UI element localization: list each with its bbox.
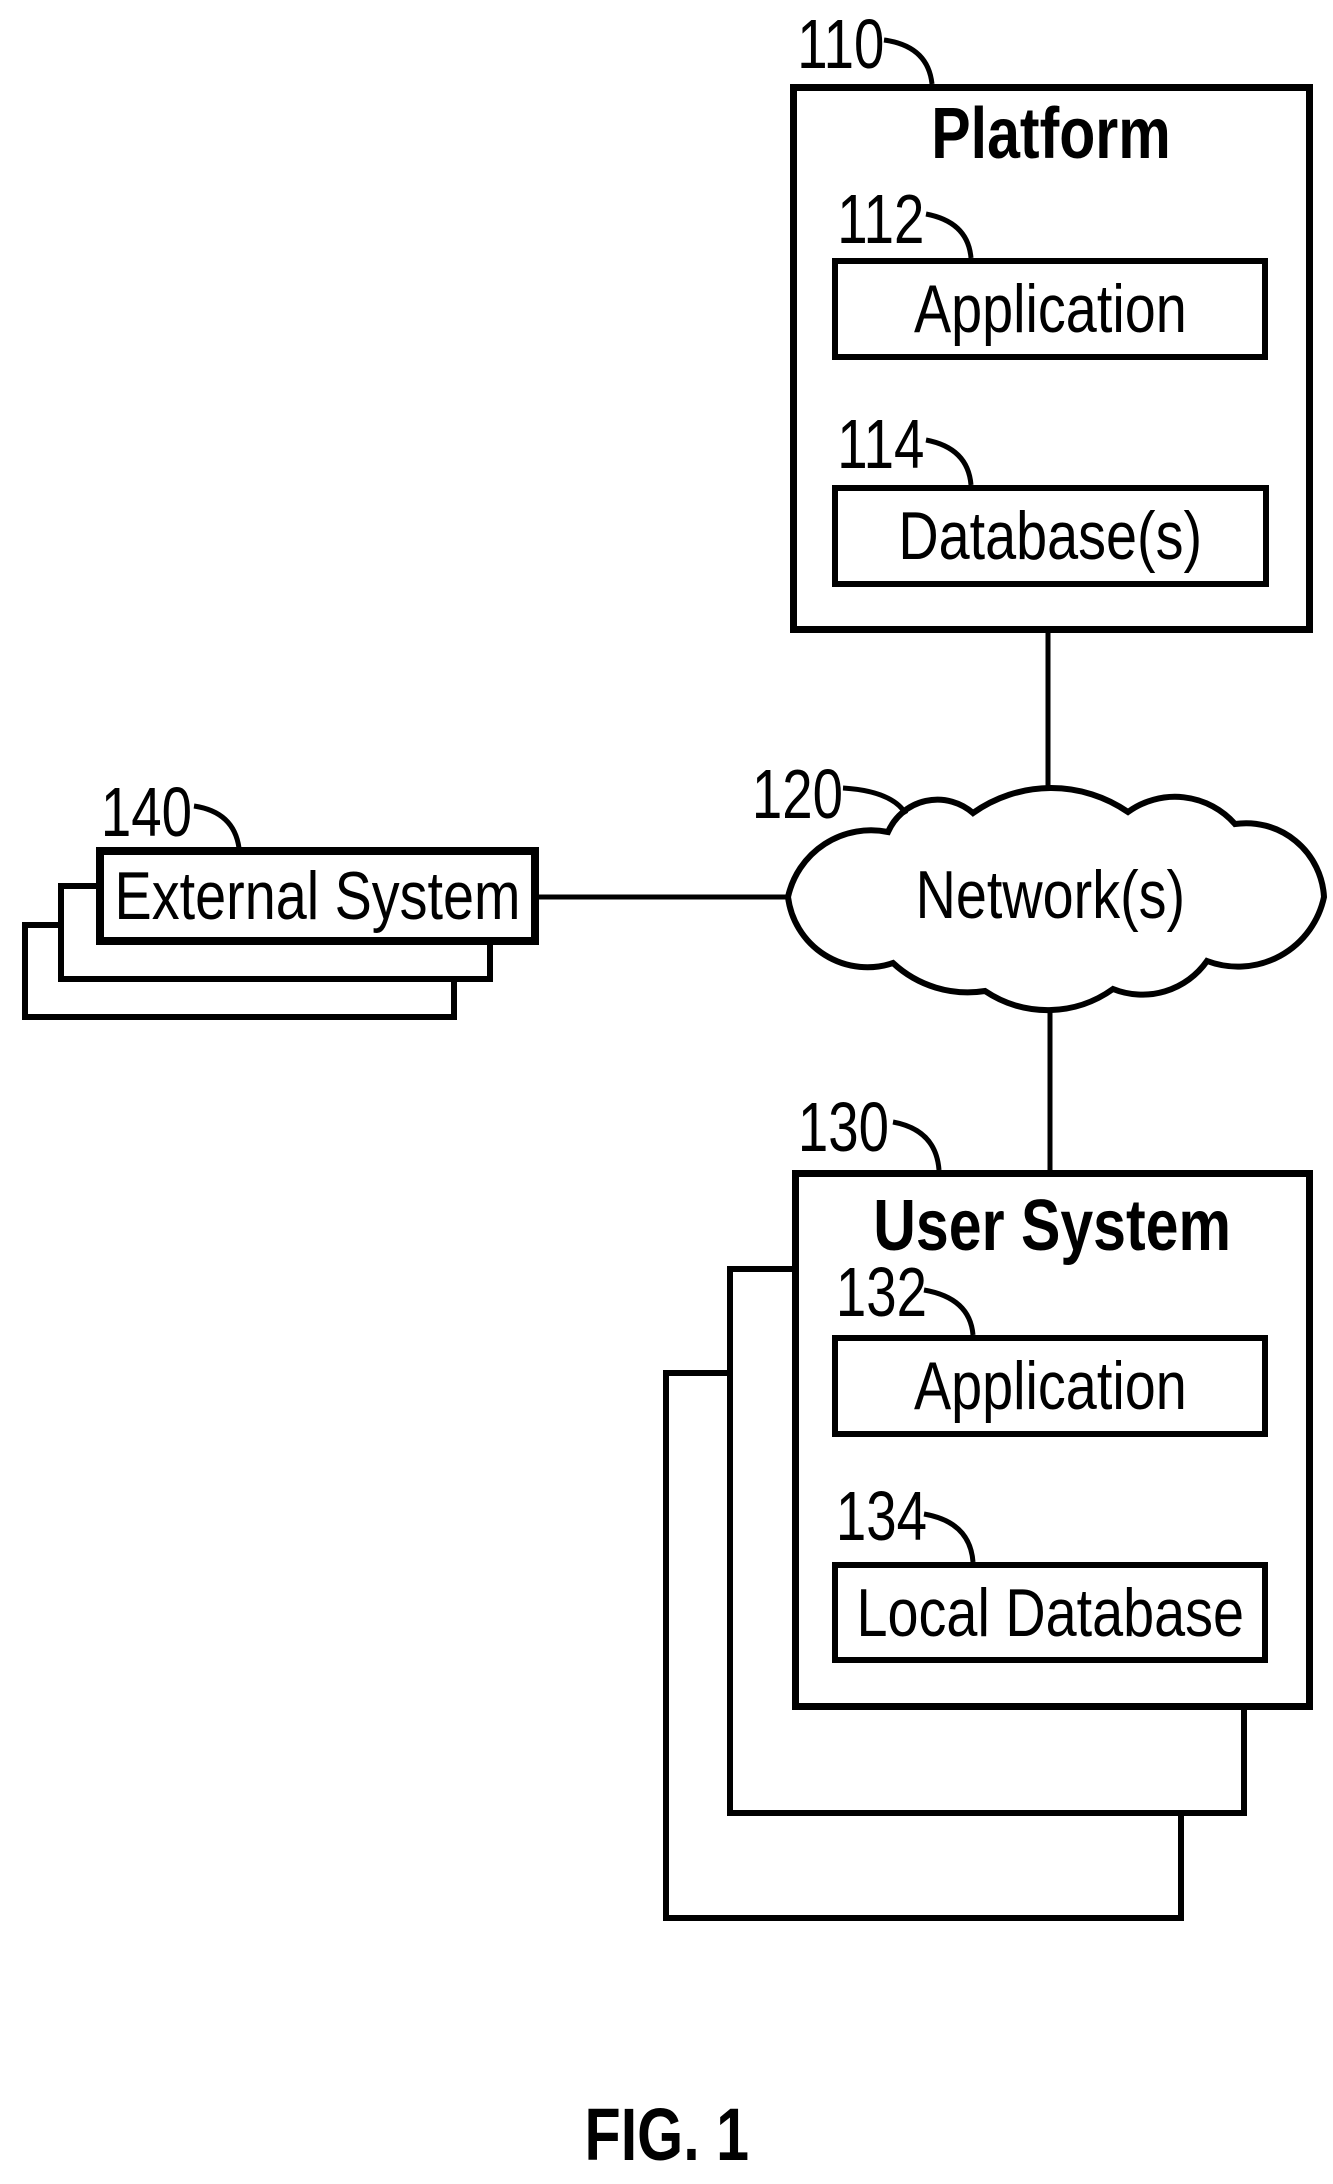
ref-label-134: 134 — [835, 1477, 927, 1555]
ref-pointer-120 — [842, 785, 909, 816]
ref-pointer-110 — [883, 37, 935, 85]
ref-pointer-130 — [892, 1119, 942, 1171]
network-cloud-shape — [784, 785, 1328, 1014]
user-local-database-label: Local Database — [856, 1574, 1244, 1651]
ref-pointer-112 — [925, 211, 974, 259]
ref-pointer-140 — [193, 803, 242, 849]
ref-pointer-132 — [923, 1287, 976, 1336]
platform-application-box: Application — [832, 258, 1268, 360]
figure-caption: FIG. 1 — [584, 2093, 750, 2176]
ref-label-120: 120 — [751, 755, 843, 833]
ref-label-110: 110 — [797, 5, 885, 83]
ref-label-132: 132 — [835, 1253, 927, 1331]
ref-label-140: 140 — [100, 773, 192, 851]
platform-databases-box: Database(s) — [832, 485, 1269, 587]
platform-title: Platform — [931, 94, 1172, 174]
ref-pointer-134 — [923, 1511, 976, 1563]
user-application-label: Application — [913, 1348, 1187, 1424]
ref-label-112: 112 — [837, 180, 925, 258]
external-system-label: External System — [114, 858, 521, 934]
network-label: Network(s) — [915, 857, 1185, 933]
ref-label-130: 130 — [797, 1088, 889, 1166]
platform-databases-label: Database(s) — [898, 498, 1203, 574]
platform-application-label: Application — [913, 271, 1187, 347]
user-local-database-box: Local Database — [832, 1562, 1268, 1663]
user-application-box: Application — [832, 1335, 1268, 1437]
ref-pointer-114 — [925, 437, 974, 486]
external-system-box: External System — [96, 847, 539, 945]
ref-label-114: 114 — [837, 405, 925, 483]
user-system-title: User System — [873, 1186, 1232, 1266]
